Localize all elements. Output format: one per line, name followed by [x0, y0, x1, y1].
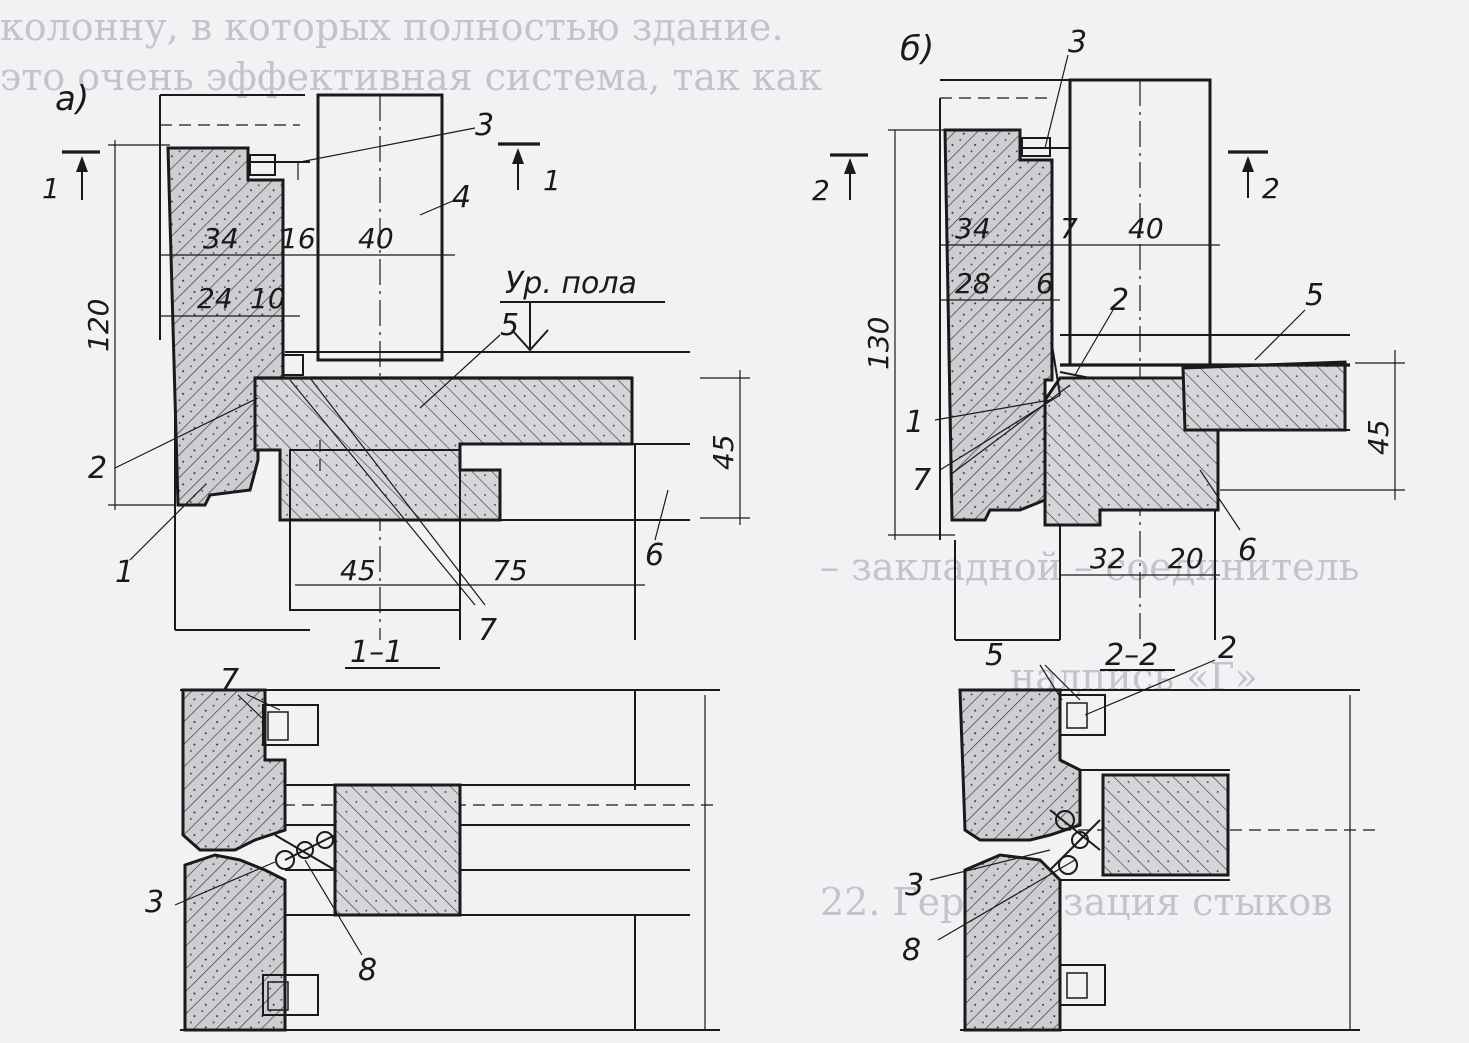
dim-a-16: 16: [280, 222, 316, 255]
callout-a-3: 3: [475, 108, 494, 143]
dim-a-45h: 45: [340, 554, 376, 587]
link-chain-s22: [1049, 809, 1101, 875]
wall-panel-upper-s11: [181, 688, 287, 852]
wall-panel-lower-s11: [183, 853, 287, 1032]
floor-level-label: Ур. пола: [505, 266, 637, 301]
link-chain-s11: [274, 831, 336, 871]
callout-a-4: 4: [452, 180, 471, 215]
wall-panel-upper-s22: [958, 688, 1082, 842]
section-mark-2-left: 2: [812, 153, 868, 207]
section-mark-1-right: 1: [498, 142, 561, 197]
panel-b: б) 2 2: [812, 25, 1405, 641]
dimensions-a: 34 16 40 24 10 120 45 45 75: [82, 140, 750, 587]
dim-a-40: 40: [358, 222, 394, 255]
dim-a-45v: 45: [707, 434, 740, 470]
column-s11: [333, 783, 462, 917]
callout-b-2: 2: [1110, 283, 1129, 318]
section-mark-1-left: 1: [42, 150, 100, 205]
callout-b-3: 3: [1068, 25, 1087, 60]
dim-b-6: 6: [1036, 267, 1054, 300]
dim-b-20: 20: [1168, 542, 1204, 575]
section-mark-1-left-num: 1: [42, 172, 60, 205]
dim-a-120: 120: [82, 299, 115, 352]
dim-b-45v: 45: [1362, 419, 1395, 455]
panel-a-label: а): [55, 79, 89, 119]
dim-b-40: 40: [1128, 212, 1164, 245]
dimensions-b: 34 7 40 28 6 130 45 32 20: [862, 129, 1405, 576]
section-1-1: 1–1 7 3 8: [145, 635, 720, 1032]
callout-a-7: 7: [478, 613, 497, 648]
panel-a: а) 1 1: [42, 79, 750, 648]
callout-s11-8: 8: [358, 953, 377, 988]
callout-a-6: 6: [645, 538, 664, 573]
callout-s22-5: 5: [985, 638, 1004, 673]
callouts-b: 3 2 5 1 7 6: [905, 25, 1324, 568]
floor-level-mark: Ур. пола: [500, 266, 665, 352]
callout-s22-8: 8: [902, 933, 921, 968]
dim-a-24: 24: [197, 282, 233, 315]
dim-b-32: 32: [1090, 542, 1126, 575]
callout-s22-2: 2: [1218, 631, 1237, 666]
wall-panel-b: [943, 128, 1054, 522]
section-mark-1-right-num: 1: [543, 164, 561, 197]
callout-b-1: 1: [905, 405, 924, 440]
section-mark-2-left-num: 2: [812, 174, 830, 207]
dim-b-28: 28: [955, 267, 991, 300]
dim-a-34: 34: [203, 222, 239, 255]
dim-b-34: 34: [955, 212, 991, 245]
dim-a-75: 75: [492, 554, 528, 587]
bleed-line-4: 22. Герметизация стыков: [820, 880, 1333, 924]
dim-a-10: 10: [250, 282, 286, 315]
callout-s22-3: 3: [905, 868, 924, 903]
column-s22: [1101, 773, 1230, 877]
callout-a-5: 5: [500, 308, 519, 343]
section-1-1-title: 1–1: [350, 635, 403, 670]
callout-b-5: 5: [1305, 278, 1324, 313]
bleed-through-text: колонну, в которых полностью здание. это…: [0, 5, 1359, 924]
section-mark-2-right: 2: [1228, 150, 1280, 205]
callout-a-1: 1: [115, 555, 134, 590]
callout-b-6: 6: [1238, 533, 1257, 568]
section-mark-2-right-num: 2: [1262, 172, 1280, 205]
callout-b-7: 7: [912, 463, 931, 498]
section-2-2-title: 2–2: [1105, 638, 1158, 673]
slab-b: [1181, 360, 1347, 432]
dim-b-130: 130: [862, 317, 895, 370]
panel-b-label: б): [900, 29, 934, 69]
bleed-line-1: колонну, в которых полностью здание.: [0, 5, 784, 49]
bleed-line-2: это очень эффективная система, так как: [0, 55, 822, 99]
wall-panel-lower-s22: [963, 853, 1062, 1032]
callouts-a: 3 4 5 2 1 7 6: [88, 108, 669, 648]
dim-b-7: 7: [1060, 212, 1078, 245]
section-2-2: 2–2 5 2 3 8: [902, 631, 1375, 1032]
callout-s11-7: 7: [220, 663, 239, 698]
callout-s11-3: 3: [145, 885, 164, 920]
callout-a-2: 2: [88, 451, 107, 486]
bleed-line-5: – закладной – соединитель: [820, 545, 1359, 589]
